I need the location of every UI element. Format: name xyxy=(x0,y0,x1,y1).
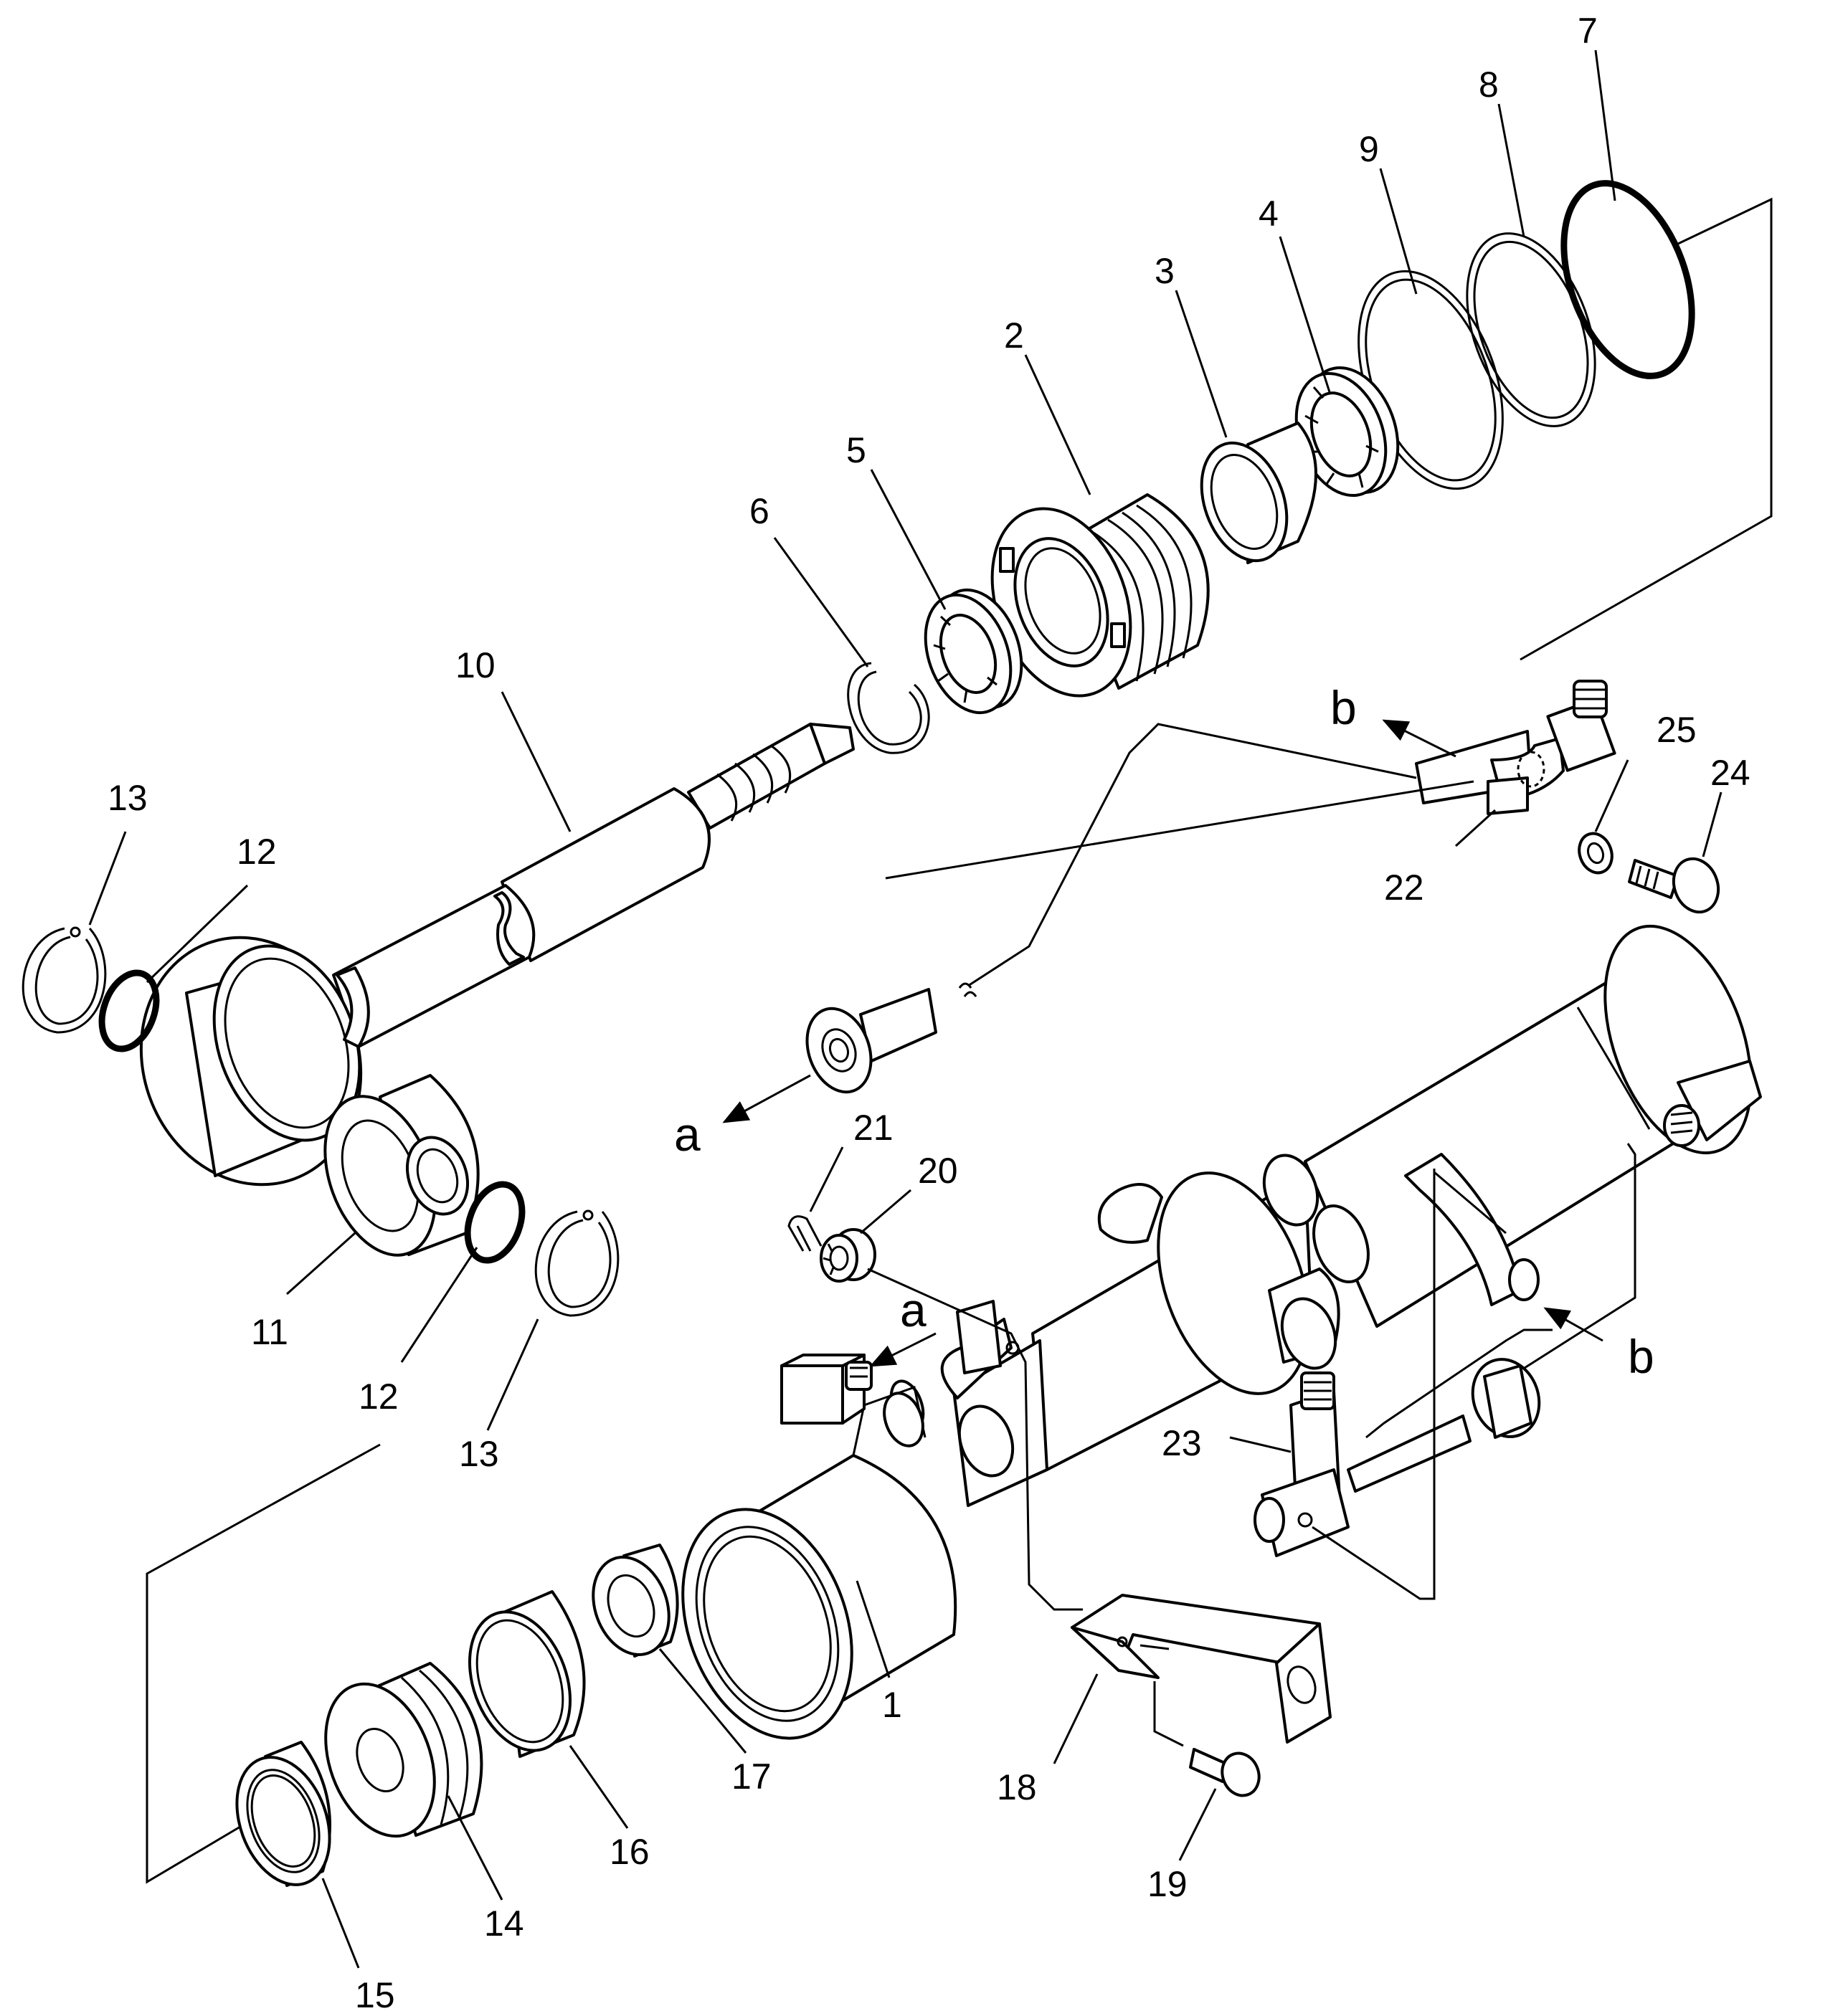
callout-12-upper: 12 xyxy=(237,832,277,872)
callout-25: 25 xyxy=(1657,710,1697,750)
part-23-tube-assembly xyxy=(1254,1169,1553,1600)
hose-line-b-to-a xyxy=(958,723,1417,997)
part-13-snap-ring-lower xyxy=(534,1209,620,1317)
callout-7: 7 xyxy=(1578,11,1598,51)
flow-arrow-a-upper: a xyxy=(674,1074,811,1161)
callout-11: 11 xyxy=(251,1312,288,1352)
part-16-bushing xyxy=(468,1590,586,1758)
callout-12-lower: 12 xyxy=(359,1377,399,1417)
hose-end-fitting xyxy=(805,988,937,1094)
callout-6: 6 xyxy=(749,491,769,531)
callout-9: 9 xyxy=(1359,129,1379,169)
callout-2: 2 xyxy=(1004,315,1024,356)
part-13-snap-ring-upper xyxy=(22,926,107,1034)
callout-22: 22 xyxy=(1384,867,1424,908)
callout-16: 16 xyxy=(610,1832,650,1872)
callout-1: 1 xyxy=(882,1685,902,1725)
part-21-cotter-pin xyxy=(787,1215,823,1252)
arrow-label-a-lower: a xyxy=(900,1283,927,1336)
callout-17: 17 xyxy=(731,1756,772,1797)
callout-4: 4 xyxy=(1259,194,1279,234)
callout-20: 20 xyxy=(918,1151,958,1191)
callout-14: 14 xyxy=(484,1903,524,1944)
part-17-nut xyxy=(592,1544,679,1658)
callout-18: 18 xyxy=(997,1767,1037,1807)
arrow-label-b-upper: b xyxy=(1330,681,1357,734)
part-2-piston-head xyxy=(990,493,1210,698)
part-18-bracket xyxy=(1071,1594,1332,1744)
callout-labels: 7 8 9 4 3 2 5 6 10 13 12 11 12 13 25 24 … xyxy=(108,11,1750,2015)
callout-leaders xyxy=(88,49,1723,1969)
callout-3: 3 xyxy=(1155,251,1175,291)
part-11-spherical-bushing xyxy=(323,1074,480,1257)
part-15-seal xyxy=(235,1741,331,1887)
callout-19: 19 xyxy=(1147,1864,1188,1904)
part-6-snap-ring xyxy=(847,662,930,754)
part-8-backup-ring xyxy=(1466,232,1596,427)
part-14-piston xyxy=(324,1662,483,1838)
part-4-bearing xyxy=(1294,366,1400,498)
part-7-o-ring xyxy=(1560,180,1695,379)
part-12-o-ring-lower xyxy=(464,1181,526,1264)
arrow-label-b-lower: b xyxy=(1628,1330,1654,1383)
part-12-o-ring-upper xyxy=(98,969,160,1052)
callout-23: 23 xyxy=(1162,1423,1202,1463)
callout-21: 21 xyxy=(853,1108,894,1148)
flow-arrow-a-lower: a xyxy=(869,1283,937,1367)
callout-24: 24 xyxy=(1710,753,1750,793)
callout-13-lower: 13 xyxy=(459,1434,499,1474)
part-20-nut xyxy=(820,1228,876,1283)
part-25-washer xyxy=(1578,832,1614,875)
flow-arrow-b-lower: b xyxy=(1516,1143,1654,1383)
part-22-tube-elbow xyxy=(1415,680,1616,815)
part-24-bolt xyxy=(1628,857,1720,914)
callout-15: 15 xyxy=(355,1975,395,2015)
line-lower-bracket xyxy=(146,1443,381,1884)
part-3-bushing xyxy=(1200,422,1317,564)
flow-arrow-b-upper: b xyxy=(1330,681,1456,758)
line-clamp-to-bracket xyxy=(867,1268,1083,1611)
callout-8: 8 xyxy=(1479,65,1499,105)
line-b-bracket xyxy=(1520,197,1773,661)
part-10-piston-rod xyxy=(139,723,855,1187)
arrow-label-a-upper: a xyxy=(674,1108,701,1161)
part-1-cylinder-head xyxy=(681,1354,957,1740)
callout-10: 10 xyxy=(455,645,496,685)
callout-13-upper: 13 xyxy=(108,778,148,818)
callout-5: 5 xyxy=(846,430,866,470)
part-5-bearing xyxy=(924,588,1023,715)
part-19-bolt xyxy=(1153,1681,1261,1797)
